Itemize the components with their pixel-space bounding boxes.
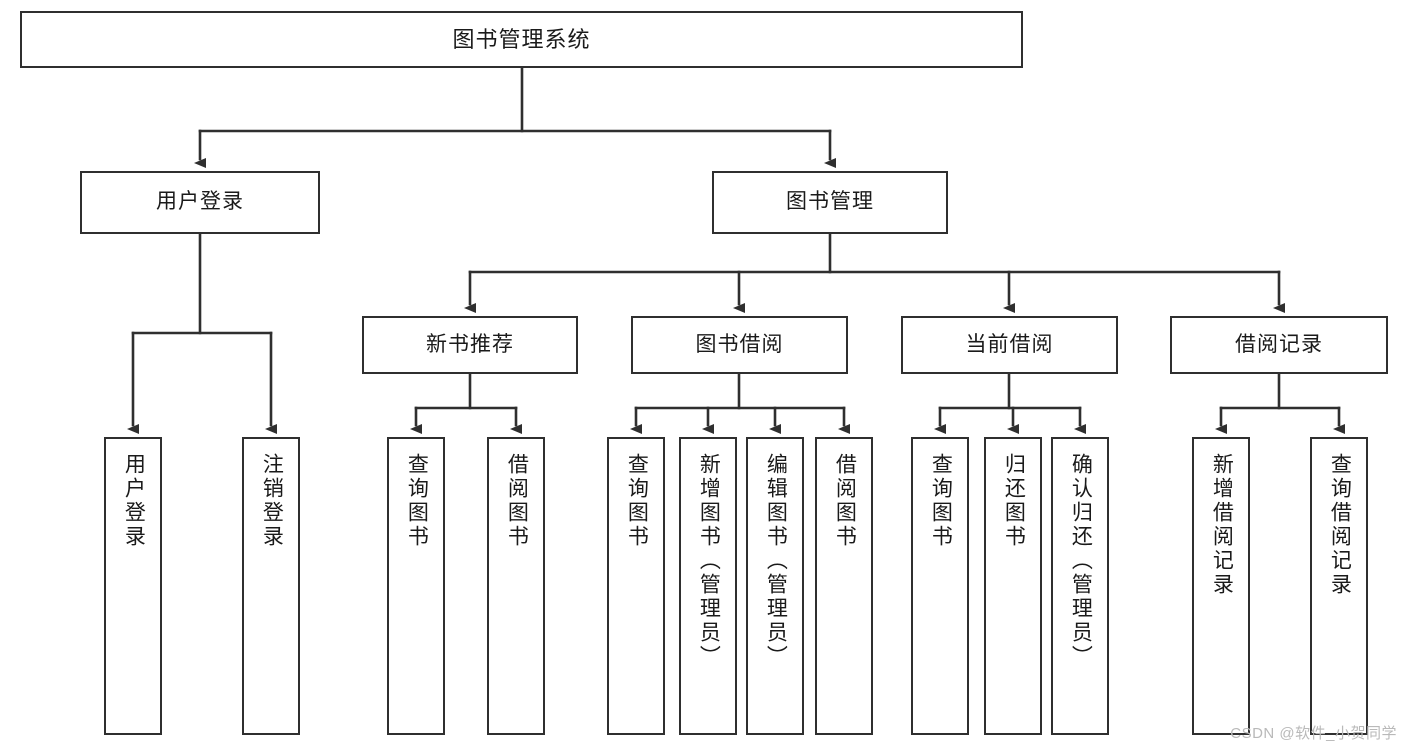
node-leaf-user-login-label: 用户登录 bbox=[122, 453, 146, 549]
node-leaf-query-book-current[interactable]: 查询图书 bbox=[911, 437, 969, 735]
node-borrow-record[interactable]: 借阅记录 bbox=[1170, 316, 1388, 374]
node-borrow-record-label: 借阅记录 bbox=[1235, 332, 1323, 356]
node-root[interactable]: 图书管理系统 bbox=[20, 11, 1023, 68]
node-leaf-query-book-borrow[interactable]: 查询图书 bbox=[607, 437, 665, 735]
node-user-login[interactable]: 用户登录 bbox=[80, 171, 320, 234]
node-book-management-label: 图书管理 bbox=[786, 190, 874, 214]
node-leaf-query-book-current-label: 查询图书 bbox=[929, 453, 953, 549]
node-leaf-edit-book-label: 编辑图书（管理员） bbox=[764, 453, 788, 669]
node-book-borrow-label: 图书借阅 bbox=[695, 332, 784, 356]
node-leaf-borrow-book[interactable]: 借阅图书 bbox=[815, 437, 873, 735]
node-new-book-recommend-label: 新书推荐 bbox=[426, 332, 514, 356]
node-leaf-user-login[interactable]: 用户登录 bbox=[104, 437, 162, 735]
csdn-watermark: CSDN @软件_小贺同学 bbox=[1230, 725, 1397, 742]
node-leaf-borrow-book-recommend[interactable]: 借阅图书 bbox=[487, 437, 545, 735]
node-leaf-edit-book[interactable]: 编辑图书（管理员） bbox=[746, 437, 804, 735]
node-leaf-borrow-book-recommend-label: 借阅图书 bbox=[505, 453, 529, 549]
node-book-management[interactable]: 图书管理 bbox=[712, 171, 948, 234]
node-leaf-confirm-return-label: 确认归还（管理员） bbox=[1069, 453, 1093, 669]
node-leaf-logout-label: 注销登录 bbox=[260, 453, 284, 549]
node-current-borrow[interactable]: 当前借阅 bbox=[901, 316, 1118, 374]
node-leaf-add-book-label: 新增图书（管理员） bbox=[697, 453, 721, 669]
node-leaf-query-book-recommend[interactable]: 查询图书 bbox=[387, 437, 445, 735]
node-leaf-query-book-recommend-label: 查询图书 bbox=[405, 453, 429, 549]
node-leaf-return-book-label: 归还图书 bbox=[1002, 453, 1026, 549]
node-leaf-add-borrow-record[interactable]: 新增借阅记录 bbox=[1192, 437, 1250, 735]
node-leaf-add-borrow-record-label: 新增借阅记录 bbox=[1210, 453, 1234, 597]
node-new-book-recommend[interactable]: 新书推荐 bbox=[362, 316, 578, 374]
node-leaf-query-borrow-record-label: 查询借阅记录 bbox=[1328, 453, 1352, 597]
node-leaf-query-borrow-record[interactable]: 查询借阅记录 bbox=[1310, 437, 1368, 735]
node-leaf-borrow-book-label: 借阅图书 bbox=[833, 453, 857, 549]
node-user-login-label: 用户登录 bbox=[156, 190, 244, 214]
node-leaf-confirm-return[interactable]: 确认归还（管理员） bbox=[1051, 437, 1109, 735]
node-root-label: 图书管理系统 bbox=[452, 26, 591, 52]
node-leaf-add-book[interactable]: 新增图书（管理员） bbox=[679, 437, 737, 735]
node-leaf-logout[interactable]: 注销登录 bbox=[242, 437, 300, 735]
node-leaf-return-book[interactable]: 归还图书 bbox=[984, 437, 1042, 735]
node-book-borrow[interactable]: 图书借阅 bbox=[631, 316, 848, 374]
node-current-borrow-label: 当前借阅 bbox=[965, 332, 1054, 356]
node-leaf-query-book-borrow-label: 查询图书 bbox=[625, 453, 649, 549]
